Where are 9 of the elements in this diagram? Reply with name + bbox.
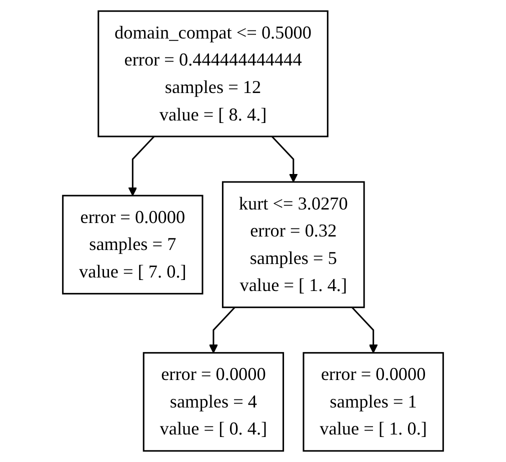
node-box: domain_compat <= 0.5000 error = 0.444444444444 samples = 12 value = [ 8. 4.]: [98, 10, 328, 138]
node-box: kurt <= 3.0270 error = 0.32 samples = 5 value = [ 1. 4.]: [222, 181, 365, 308]
arrow: [352, 306, 378, 354]
node-box: error = 0.0000 samples = 7 value = [ 7. 0.]: [62, 194, 204, 294]
arrow: [128, 136, 155, 196]
arrow: [271, 136, 298, 182]
node-box: error = 0.0000 samples = 1 value = [ 1. 0.]: [302, 352, 444, 452]
node-box: error = 0.0000 samples = 4 value = [ 0. 4.]: [142, 352, 284, 452]
arrow: [209, 306, 236, 354]
